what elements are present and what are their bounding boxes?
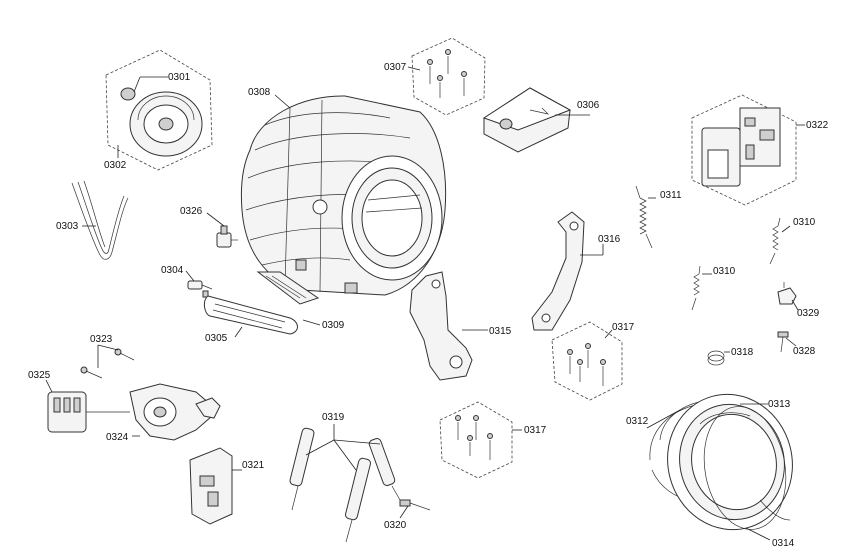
label-0301: 0301: [168, 72, 191, 83]
pressure-valve-part: [216, 225, 238, 248]
label-0325: 0325: [28, 370, 51, 381]
label-0303: 0303: [56, 221, 79, 232]
label-0320: 0320: [384, 520, 407, 531]
label-0309: 0309: [322, 320, 345, 331]
label-0305: 0305: [205, 333, 228, 344]
label-0317-upper: 0317: [612, 322, 635, 333]
label-0311: 0311: [660, 190, 682, 201]
label-0307: 0307: [384, 62, 407, 73]
label-0316: 0316: [598, 234, 621, 245]
tub-drum-part: [240, 95, 447, 296]
pulley-nut-part: [120, 87, 136, 101]
label-0310-upper: 0310: [793, 217, 816, 228]
heater-gasket-part: [256, 271, 320, 305]
door-seal-part: [649, 393, 793, 531]
label-0324: 0324: [106, 432, 129, 443]
label-0323: 0323: [90, 334, 113, 345]
screw-pair-part: [80, 348, 135, 379]
label-0318: 0318: [731, 347, 754, 358]
suspension-spring-part: [635, 185, 653, 249]
label-0329: 0329: [797, 308, 820, 319]
drive-belt-part: [71, 180, 129, 260]
heating-element-part: [203, 295, 298, 335]
connector-block-part: [47, 391, 130, 433]
label-0312: 0312: [626, 416, 649, 427]
counterweight-part: [482, 87, 572, 153]
label-0302: 0302: [104, 160, 127, 171]
motor-module-part: [189, 447, 233, 525]
clip-part: [777, 282, 797, 305]
part-group-screws-lower: [439, 401, 513, 479]
label-0313: 0313: [768, 399, 791, 410]
label-0319: 0319: [322, 412, 345, 423]
label-0321: 0321: [242, 460, 265, 471]
label-0322: 0322: [806, 120, 829, 131]
label-0328: 0328: [793, 346, 816, 357]
label-0308: 0308: [248, 87, 271, 98]
screw-0320-part: [399, 499, 431, 511]
shock-bracket-right-part: [531, 211, 585, 331]
label-0315: 0315: [489, 326, 512, 337]
suspension-spring-upper-part: [769, 217, 781, 265]
screw-0328-part: [777, 331, 789, 353]
temperature-sensor-part: [187, 280, 213, 298]
suspension-spring-lower-part: [691, 265, 701, 311]
label-0317-lower: 0317: [524, 425, 547, 436]
part-group-screws-middle: [551, 321, 623, 401]
label-0310-lower: 0310: [713, 266, 736, 277]
part-group-pulley: [105, 49, 213, 171]
shock-absorbers-part: [289, 427, 401, 543]
label-0326: 0326: [180, 206, 203, 217]
shock-bracket-left-part: [409, 271, 473, 381]
part-group-control-module: [691, 94, 797, 206]
label-0306: 0306: [577, 100, 600, 111]
drain-pump-part: [129, 383, 221, 441]
part-group-screws-top: [411, 37, 486, 116]
label-0304: 0304: [161, 265, 184, 276]
label-0314: 0314: [772, 538, 795, 549]
hose-clamp-part: [707, 350, 725, 366]
